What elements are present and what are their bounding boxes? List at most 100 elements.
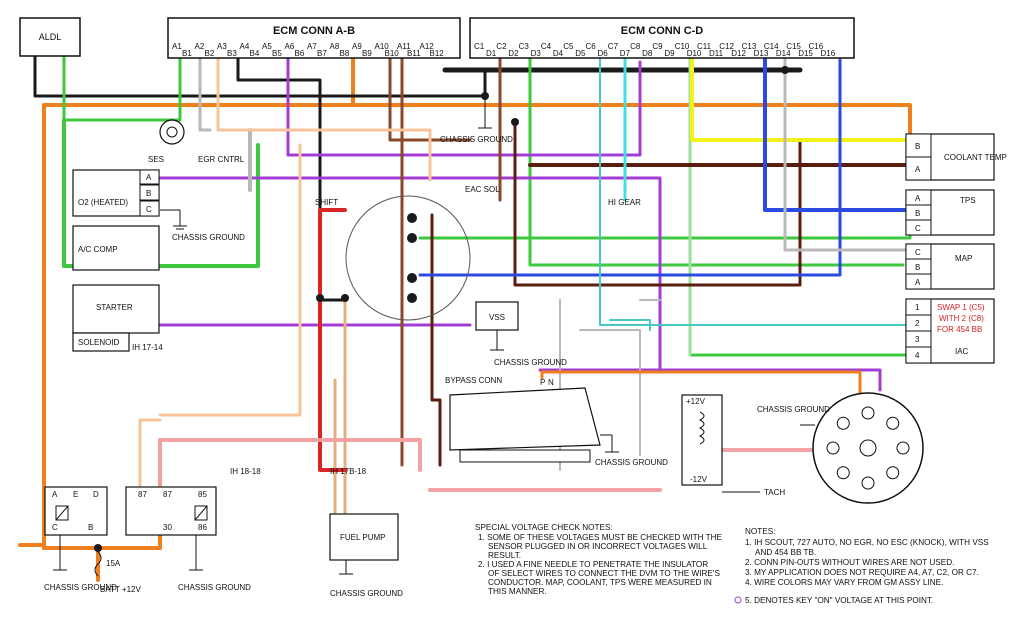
pin-label: D7 <box>620 49 631 58</box>
ground-ecm: CHASSIS GROUND <box>440 96 513 144</box>
pin-label: B8 <box>340 49 350 58</box>
coil-minus-label: -12V <box>690 475 708 484</box>
iac-pin-1: 1 <box>915 303 920 312</box>
pin-label: D5 <box>575 49 586 58</box>
pin-label: B6 <box>295 49 305 58</box>
pin-label: D14 <box>776 49 791 58</box>
ac-compressor: A/C COMP <box>72 225 160 271</box>
pin-label: A4 <box>240 42 250 51</box>
fuse-label: 15A <box>106 559 121 568</box>
note-line: 2. CONN PIN-OUTS WITHOUT WIRES ARE NOT U… <box>745 558 954 567</box>
pin-label: A1 <box>172 42 182 51</box>
pin-label: D12 <box>731 49 746 58</box>
iac-note-3: FOR 454 BB <box>937 325 982 334</box>
ground-label: CHASSIS GROUND <box>172 233 245 242</box>
distributor-terminal <box>836 466 850 480</box>
pin-label: D8 <box>642 49 653 58</box>
distributor-terminal <box>861 476 875 490</box>
pin-label: D2 <box>508 49 519 58</box>
o2-sensor: A B C O2 (HEATED) <box>72 169 160 217</box>
starter: STARTER SOLENOID IH 17-14 <box>72 284 163 352</box>
ground-label: CHASSIS GROUND <box>178 583 251 592</box>
bypass-pin-n: N <box>548 378 554 387</box>
ground-label: CHASSIS GROUND <box>44 583 117 592</box>
pin-label: C15 <box>786 42 801 51</box>
ignition-coil: +12V -12V TACH <box>681 394 785 497</box>
coolant-pin-b: B <box>915 142 920 151</box>
pin-label: C16 <box>809 42 824 51</box>
pin-label: D16 <box>821 49 836 58</box>
tps-sensor: A B C TPS <box>905 189 995 236</box>
pin-label: C2 <box>496 42 507 51</box>
relay2-pin-87: 87 <box>163 490 172 499</box>
ih-solenoid-label: IH 17-14 <box>132 343 163 352</box>
general-notes: NOTES: 1. IH SCOUT, 727 AUTO, NO EGR, NO… <box>734 527 989 605</box>
relay2-pin-85: 85 <box>198 490 207 499</box>
iac-label: IAC <box>955 347 969 356</box>
pin-label: D13 <box>754 49 769 58</box>
distributor-terminal <box>836 416 850 430</box>
pin-label: D15 <box>798 49 813 58</box>
pin-label: D9 <box>664 49 675 58</box>
coil-plus-label: +12V <box>686 397 706 406</box>
ground-label: CHASSIS GROUND <box>440 135 513 144</box>
special-note-line: 1. SOME OF THESE VOLTAGES MUST BE CHECKE… <box>478 533 723 542</box>
distributor-terminal <box>886 466 900 480</box>
tps-pin-c: C <box>915 224 921 233</box>
pin-label: D10 <box>687 49 702 58</box>
pin-label: C6 <box>586 42 597 51</box>
notes-title: NOTES: <box>745 527 775 536</box>
pin-label: C5 <box>563 42 574 51</box>
fuel-pump-label: FUEL PUMP <box>340 533 386 542</box>
distributor-terminal <box>861 406 875 420</box>
distributor-terminal <box>896 441 910 455</box>
pin-label: B7 <box>317 49 327 58</box>
o2-label: O2 (HEATED) <box>78 198 128 207</box>
iac-note-2: WITH 2 (C8) <box>939 314 984 323</box>
ground-relay2: CHASSIS GROUND <box>178 535 251 592</box>
ses-label: SES <box>148 155 164 164</box>
iac-valve: 1 2 3 4 SWAP 1 (C5) WITH 2 (C8) FOR 454 … <box>905 298 995 364</box>
pin-label: C14 <box>764 42 779 51</box>
ecm-ab-title: ECM CONN A-B <box>273 25 355 37</box>
pin-label: B5 <box>272 49 282 58</box>
pin-label: A12 <box>420 42 435 51</box>
tps-pin-b: B <box>915 209 920 218</box>
pin-label: B1 <box>182 49 192 58</box>
o2-pin-c: C <box>146 205 152 214</box>
aldl-connector: ALDL <box>19 17 81 57</box>
pin-label: C12 <box>719 42 734 51</box>
map-pin-c: C <box>915 248 921 257</box>
note-line: AND 454 BB TB. <box>755 548 816 557</box>
relay2-pin-86: 86 <box>198 523 207 532</box>
junction-dots <box>94 66 789 552</box>
pin-label: B10 <box>385 49 400 58</box>
pin-label: C13 <box>742 42 757 51</box>
map-sensor: C B A MAP <box>905 243 995 290</box>
pin-label: D6 <box>598 49 609 58</box>
special-voltage-notes: SPECIAL VOLTAGE CHECK NOTES: 1. SOME OF … <box>475 523 723 596</box>
ecm-cd-title: ECM CONN C-D <box>621 25 704 37</box>
ground-label: CHASSIS GROUND <box>595 458 668 467</box>
special-note-line: 2. I USED A FINE NEEDLE TO PENETRATE THE… <box>478 560 708 569</box>
special-note-line: OF SELECT WIRES TO CONNECT THE DVM TO TH… <box>488 569 720 578</box>
map-pin-a: A <box>915 278 921 287</box>
harness-circle <box>345 195 471 321</box>
distributor: CHASSIS GROUND <box>757 392 924 504</box>
solenoid-label: SOLENOID <box>78 338 120 347</box>
relay1-pin-c: C <box>52 523 58 532</box>
ground-label: CHASSIS GROUND <box>494 358 567 367</box>
hei-module: BYPASS CONN P N CHASSIS GROUND <box>445 376 668 467</box>
iac-pin-2: 2 <box>915 319 920 328</box>
ses-lamp: SES EGR CNTRL <box>148 119 245 164</box>
special-note-line: THIS MANNER. <box>488 587 547 596</box>
pin-label: B9 <box>362 49 372 58</box>
ground-label: CHASSIS GROUND <box>330 589 403 598</box>
hi-gear-label: HI GEAR <box>608 198 641 207</box>
note-line: 1. IH SCOUT, 727 AUTO, NO EGR, NO ESC (K… <box>745 538 989 547</box>
pin-label: C3 <box>519 42 530 51</box>
special-note-line: CONDUCTOR. MAP, COOLANT, TPS WERE MEASUR… <box>488 578 712 587</box>
relay-1: A E D C B <box>44 486 108 536</box>
pin-label: A3 <box>217 42 227 51</box>
